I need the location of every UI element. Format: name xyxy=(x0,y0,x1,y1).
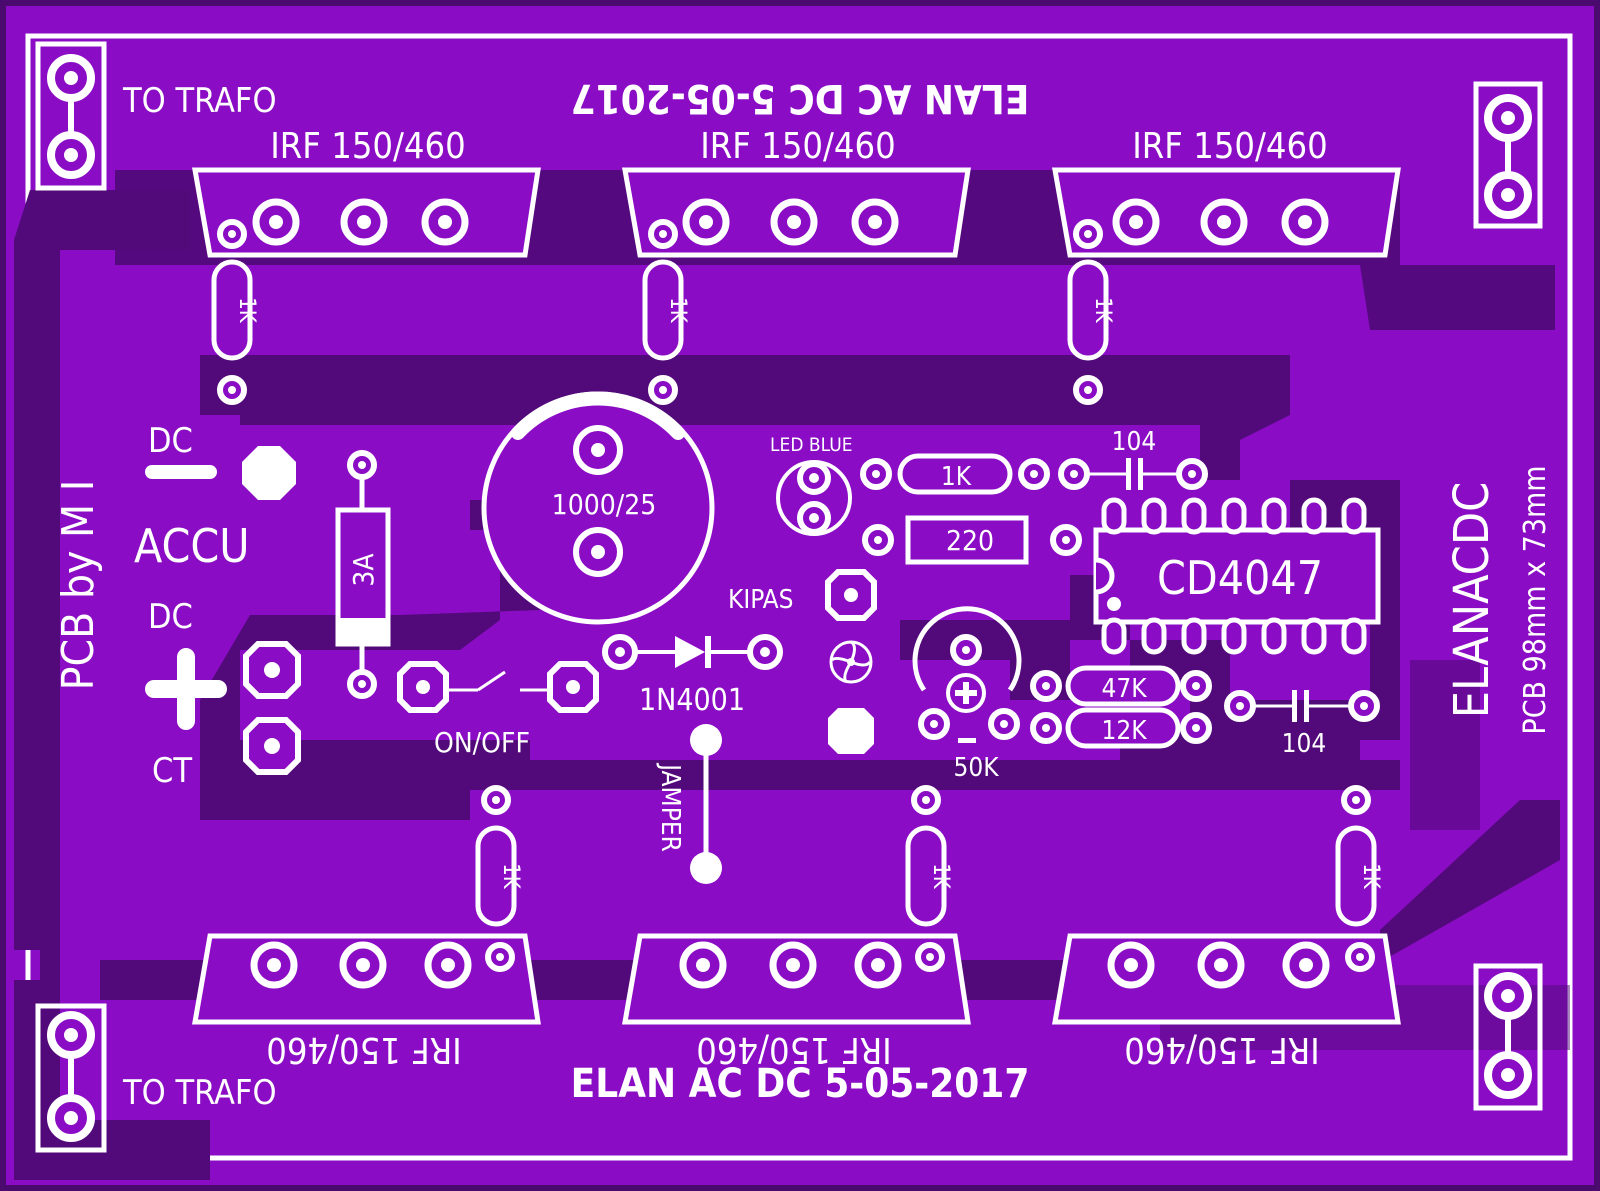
power-switch-label: ON/OFF xyxy=(434,726,530,759)
trace-mid-loop xyxy=(200,500,1400,820)
gate-resistor-top-1-label: 1K xyxy=(234,297,259,324)
mosfet-bottom-2-label: IRF 150/460 xyxy=(696,1029,892,1070)
to-trafo-top-label: TO TRAFO xyxy=(122,81,277,121)
gate-resistor-top-2 xyxy=(642,219,684,405)
mosfet-top-3-label: IRF 150/460 xyxy=(1132,126,1328,167)
gate-resistor-top-1 xyxy=(211,219,253,405)
brand-vertical: ELANACDC xyxy=(1444,482,1500,719)
to-trafo-bottom-label: TO TRAFO xyxy=(122,1073,277,1113)
jumper-label: JAMPER xyxy=(655,762,685,852)
accu-label: ACCU xyxy=(134,519,250,573)
dc-plus-label: DC xyxy=(148,597,193,637)
trace-left-bus xyxy=(14,190,210,1180)
resistor-led-label: 1K xyxy=(941,462,972,492)
mosfet-bottom-1 xyxy=(192,933,541,1025)
ct-label: CT xyxy=(152,751,192,791)
gate-resistor-top-2-label: 1K xyxy=(665,297,690,324)
mosfet-bottom-2 xyxy=(622,933,971,1025)
accu-pad-octagon xyxy=(242,446,296,500)
led-label: LED BLUE xyxy=(770,434,853,456)
resistor-47k-label: 47K xyxy=(1101,674,1147,704)
mosfet-top-2-label: IRF 150/460 xyxy=(700,126,896,167)
diode-1n4001 xyxy=(602,634,783,670)
gate-resistor-bottom-2 xyxy=(905,785,947,972)
fan-connector xyxy=(825,569,877,754)
resistor-47k xyxy=(1030,665,1212,707)
plus-sign-icon xyxy=(145,648,227,730)
trace-right-tab xyxy=(1410,660,1480,830)
gate-resistor-bottom-1 xyxy=(475,785,517,972)
jumper-wire xyxy=(690,724,722,884)
mosfet-top-1 xyxy=(192,167,541,258)
capacitor-1000uf-label: 1000/25 xyxy=(552,488,657,521)
pcb-size: PCB 98mm x 73mm xyxy=(1518,465,1553,734)
title-top: ELAN AC DC 5-05-2017 xyxy=(571,75,1030,121)
fuse xyxy=(335,450,391,699)
cap-104-bottom-label: 104 xyxy=(1282,729,1327,759)
trafo-connector-bottom-left xyxy=(35,1003,107,1153)
diode-label: 1N4001 xyxy=(639,683,745,718)
gate-resistor-bottom-2-label: 1K xyxy=(928,863,953,890)
potentiometer-50k xyxy=(912,606,1022,743)
gate-resistor-bottom-3-label: 1K xyxy=(1358,863,1383,890)
fan-icon xyxy=(829,640,873,684)
title-bottom: ELAN AC DC 5-05-2017 xyxy=(571,1061,1030,1107)
trafo-connector-top-left xyxy=(35,41,107,191)
ct-pad xyxy=(243,717,301,775)
potentiometer-label: 50K xyxy=(953,753,999,783)
trafo-connector-top-right xyxy=(1473,81,1543,229)
gate-resistor-top-3 xyxy=(1067,219,1109,405)
ic-pins-bottom xyxy=(1101,617,1367,655)
minus-sign-icon xyxy=(145,465,217,479)
mosfet-top-1-label: IRF 150/460 xyxy=(270,126,466,167)
capacitor-104-top xyxy=(1058,458,1208,490)
trafo-connector-bottom-right xyxy=(1473,963,1543,1111)
trace-pot xyxy=(900,620,1070,700)
gate-resistor-bottom-3 xyxy=(1335,785,1377,972)
mosfet-bottom-3 xyxy=(1052,933,1401,1025)
resistor-220 xyxy=(862,515,1082,565)
trace-top-gate-bus xyxy=(200,355,1290,480)
capacitor-1000uf xyxy=(481,391,715,625)
capacitor-104-bottom xyxy=(1224,690,1380,722)
ic-label: CD4047 xyxy=(1157,551,1323,605)
mosfet-bottom-3-label: IRF 150/460 xyxy=(1124,1029,1320,1070)
dc-plus-pad xyxy=(243,641,301,699)
dc-minus-label: DC xyxy=(148,421,193,461)
gate-resistor-bottom-1-label: 1K xyxy=(498,863,523,890)
resistor-12k xyxy=(1030,707,1212,749)
fuse-label: 3A xyxy=(347,553,380,587)
resistor-12k-label: 12K xyxy=(1101,716,1147,746)
gate-resistor-top-3-label: 1K xyxy=(1090,297,1115,324)
resistor-led xyxy=(860,453,1050,495)
led-blue xyxy=(776,460,852,536)
resistor-220-label: 220 xyxy=(946,524,994,557)
cap-104-top-label: 104 xyxy=(1112,427,1157,457)
mosfet-top-2 xyxy=(622,167,971,258)
pcb-credit: PCB by M I xyxy=(53,480,104,691)
power-switch xyxy=(397,661,599,713)
mosfet-top-3 xyxy=(1052,167,1401,258)
mosfet-bottom-1-label: IRF 150/460 xyxy=(266,1029,462,1070)
ic-pins-top xyxy=(1101,497,1367,535)
fan-label: KIPAS xyxy=(728,585,794,615)
ic-cd4047 xyxy=(1093,527,1381,625)
